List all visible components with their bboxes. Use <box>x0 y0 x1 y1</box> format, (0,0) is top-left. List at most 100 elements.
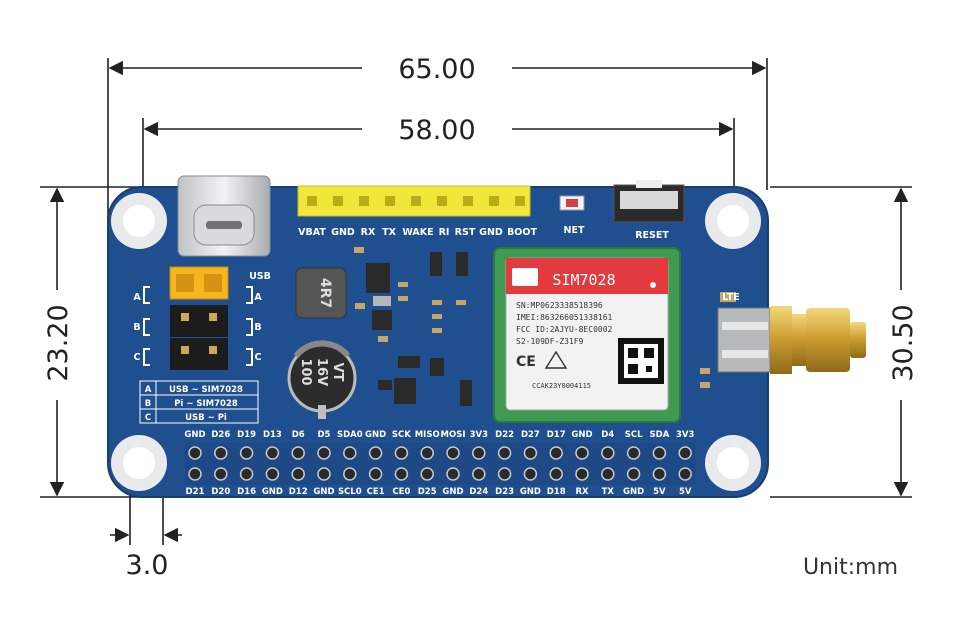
sma-antenna-connector <box>717 306 866 374</box>
gpio-pin <box>601 467 615 481</box>
header-pin-label: TX <box>382 227 396 238</box>
reset-label: RESET <box>635 230 669 241</box>
gpio-top-label: 3V3 <box>676 430 694 440</box>
gpio-pin <box>497 446 512 460</box>
module-cert: CCAK23Y0004115 <box>532 382 591 390</box>
header-pin-label: RI <box>439 227 450 238</box>
gpio-bottom-label: GND <box>442 487 463 497</box>
gpio-bottom-label: GND <box>262 487 283 497</box>
dim-outer-height: 30.50 <box>888 304 919 381</box>
electrolytic-capacitor <box>287 340 357 419</box>
dim-hole-spacing-width: 58.00 <box>398 115 475 146</box>
gpio-pin <box>652 467 667 481</box>
header-pin-label: GND <box>479 227 503 238</box>
gpio-pin <box>214 446 228 460</box>
header-pin-label: RST <box>455 227 476 238</box>
usb-label: USB <box>249 271 271 282</box>
header-pin-label: BOOT <box>507 227 537 238</box>
gpio-pin <box>291 446 305 460</box>
gpio-bottom-label: D23 <box>495 487 514 497</box>
mode-table-value: Pi ~ SIM7028 <box>174 399 238 409</box>
gpio-bottom-label: CE1 <box>367 487 385 497</box>
gpio-pin <box>394 446 409 460</box>
jumper-block <box>143 266 253 370</box>
gpio-bottom-label: D24 <box>469 487 488 497</box>
gpio-bottom-label: D20 <box>211 487 230 497</box>
gpio-pin <box>291 467 305 481</box>
reset-button <box>613 180 685 223</box>
header-pin-label: WAKE <box>402 227 433 238</box>
gpio-pin <box>239 467 254 481</box>
gpio-pin <box>343 467 357 481</box>
gpio-top-label: D6 <box>292 430 305 440</box>
gpio-bottom-label: SCL0 <box>338 487 362 497</box>
gpio-top-label: D5 <box>318 430 331 440</box>
gpio-bottom-label: GND <box>313 487 334 497</box>
sim7028-module <box>493 247 681 423</box>
gpio-pin <box>549 467 563 481</box>
gpio-top-label: SDA0 <box>337 430 363 440</box>
jumper-left-label: A <box>133 292 141 303</box>
unit-label: Unit:mm <box>803 555 898 580</box>
usb-c-connector <box>177 175 271 257</box>
gpio-pin <box>343 446 357 460</box>
dim-hole-spacing-height: 23.20 <box>43 304 74 381</box>
gpio-bottom-label: D25 <box>418 487 437 497</box>
mode-table-key: C <box>145 413 151 423</box>
capacitor-marking: 16V <box>314 358 329 386</box>
gpio-pin <box>317 446 331 460</box>
gpio-top-label: SCK <box>392 430 411 440</box>
gpio-pin <box>265 446 280 460</box>
gpio-bottom-label: GND <box>520 487 541 497</box>
gpio-pin <box>472 467 486 481</box>
mode-table-key: A <box>145 385 152 395</box>
ce-mark-icon: CE <box>516 354 536 370</box>
header-pin-label: VBAT <box>298 227 326 238</box>
gpio-top-label: SDA <box>650 430 670 440</box>
gpio-top-label: D17 <box>547 430 566 440</box>
smd-components <box>354 247 736 406</box>
inductor <box>295 267 347 319</box>
gpio-pin <box>472 446 486 460</box>
module-imei: IMEI:863266051338161 <box>516 313 613 322</box>
gpio-pin <box>446 446 460 460</box>
gpio-top-label: MOSI <box>441 430 466 440</box>
gpio-top-label: GND <box>571 430 592 440</box>
gpio-pin <box>626 467 641 481</box>
gpio-top-label: MISO <box>415 430 440 440</box>
dimension-lines <box>40 58 912 545</box>
mounting-holes <box>111 193 761 491</box>
module-model: SIM7028 <box>552 271 615 289</box>
gpio-pin <box>394 467 409 481</box>
gpio-bottom-label: D21 <box>186 487 205 497</box>
jumper-right-label: C <box>255 352 262 363</box>
gpio-pin <box>523 446 538 460</box>
gpio-pin <box>265 467 280 481</box>
capacitor-marking: VT <box>330 363 345 382</box>
gpio-pin <box>420 446 434 460</box>
top-pin-header <box>297 185 531 217</box>
gpio-bottom-label: D18 <box>547 487 566 497</box>
module-brand: SIMCom <box>509 285 541 293</box>
gpio-pin <box>575 467 589 481</box>
jumper-right-label: B <box>254 322 261 333</box>
gpio-pin <box>188 467 202 481</box>
gpio-pin <box>420 467 434 481</box>
gpio-pin <box>678 446 692 460</box>
gpio-bottom-label: D16 <box>237 487 256 497</box>
gpio-top-label: D22 <box>495 430 514 440</box>
gpio-top-label: 3V3 <box>470 430 488 440</box>
gpio-top-label: D13 <box>263 430 282 440</box>
lte-label: LTE <box>722 292 739 303</box>
net-label: NET <box>564 225 585 236</box>
gpio-pin <box>188 446 202 460</box>
gpio-pin <box>678 467 692 481</box>
header-pin-label: GND <box>331 227 355 238</box>
gpio-top-label: D26 <box>211 430 230 440</box>
inductor-marking: 4R7 <box>317 278 333 308</box>
gpio-pin <box>523 467 538 481</box>
gpio-pin <box>317 467 331 481</box>
